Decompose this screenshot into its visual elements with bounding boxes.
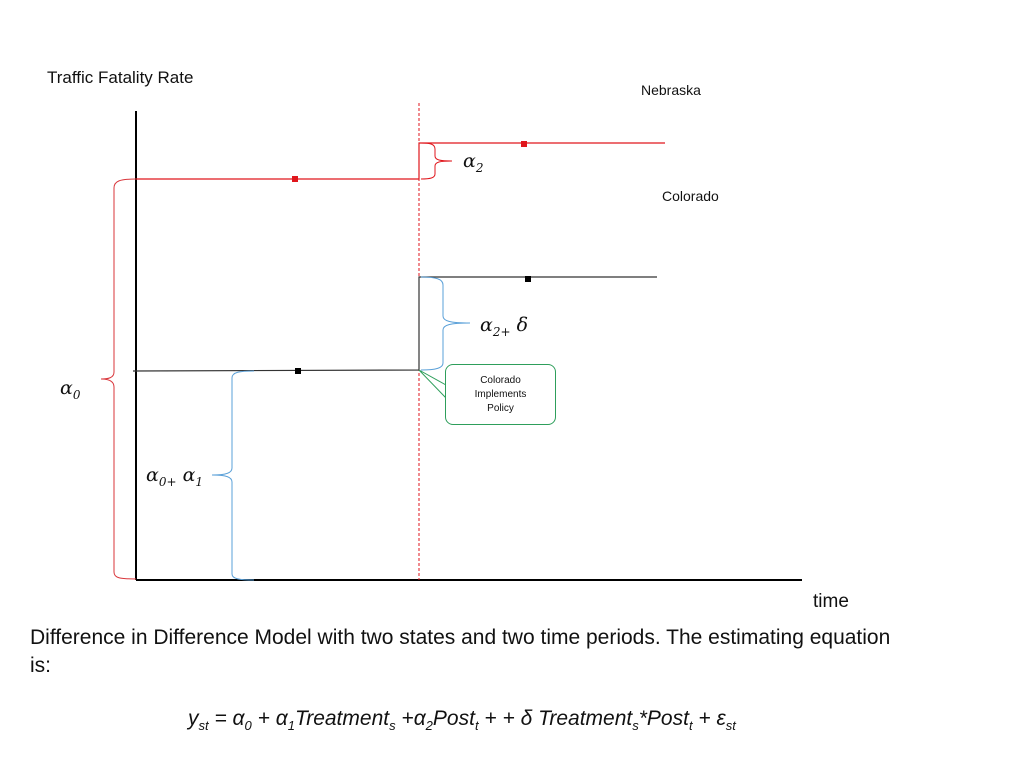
nebraska-label: Nebraska bbox=[641, 82, 701, 98]
alpha0-alpha1-bracket bbox=[211, 370, 255, 581]
colorado-pre-point bbox=[295, 368, 301, 374]
callout-pointer bbox=[418, 369, 447, 399]
estimating-equation: yst = α0 + α1Treatments +α2Postt + + δ T… bbox=[188, 707, 736, 734]
alpha2-delta-bracket bbox=[420, 276, 471, 371]
callout-line: Policy bbox=[487, 403, 514, 414]
x-axis-title: time bbox=[813, 591, 849, 612]
alpha0-alpha1-label: α0+ α1 bbox=[146, 464, 204, 489]
nebraska-pre-point bbox=[292, 176, 298, 182]
colorado-post-point bbox=[525, 276, 531, 282]
y-axis-title: Traffic Fatality Rate bbox=[47, 68, 194, 87]
alpha2-delta-label: α2+ δ bbox=[480, 314, 529, 339]
alpha0-bracket bbox=[100, 178, 137, 580]
callout-line: Implements bbox=[474, 389, 527, 400]
nebraska-line bbox=[136, 142, 665, 180]
caption-text: Difference in Difference Model with two … bbox=[30, 626, 891, 677]
colorado-line bbox=[132, 276, 657, 372]
callout-line: Colorado bbox=[480, 375, 521, 386]
alpha2-bracket bbox=[420, 142, 453, 180]
nebraska-post-point bbox=[521, 141, 527, 147]
alpha0-label: α0 bbox=[60, 377, 81, 402]
alpha2-label: α2 bbox=[463, 150, 484, 175]
colorado-label: Colorado bbox=[662, 188, 719, 204]
policy-callout: Colorado Implements Policy bbox=[445, 364, 556, 425]
